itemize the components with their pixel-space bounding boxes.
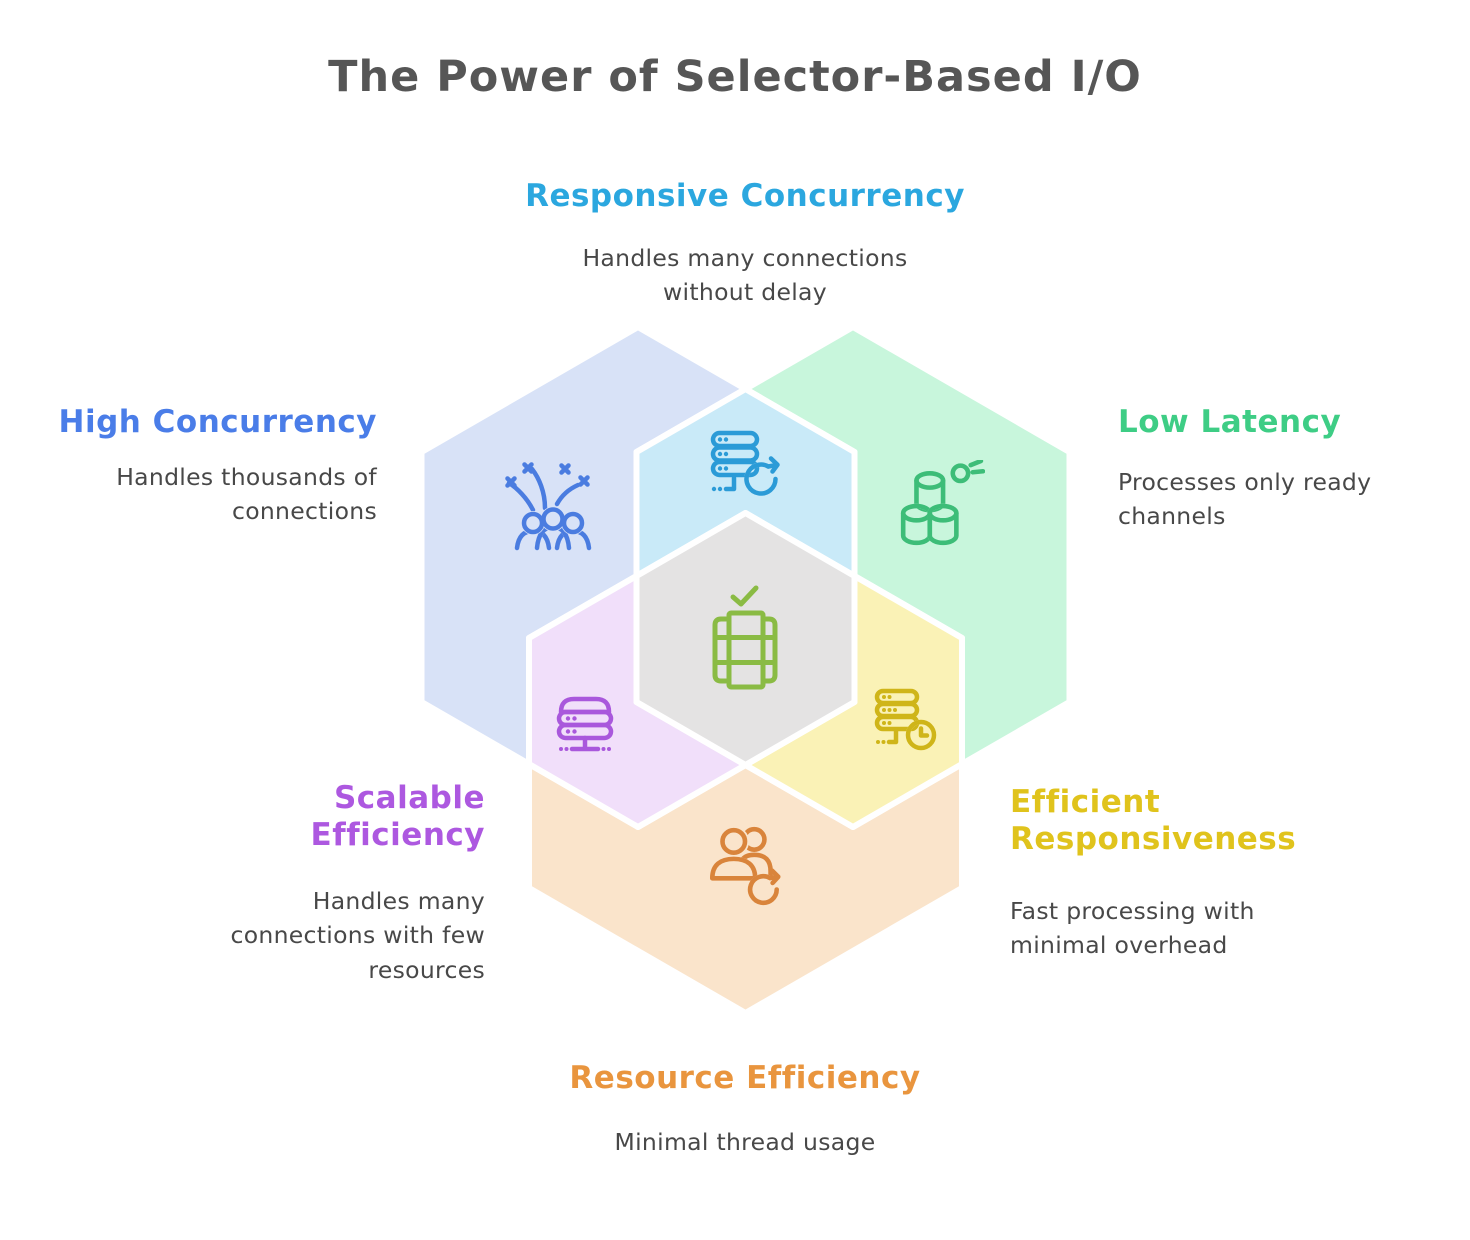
section-low-latency: Low Latency Processes only ready channel… xyxy=(1118,404,1448,533)
section-label: Scalable Efficiency xyxy=(310,780,485,854)
section-label: Responsive Concurrency xyxy=(525,178,965,214)
section-description: Processes only ready channels xyxy=(1118,468,1372,531)
table-check-icon xyxy=(712,585,778,690)
section-description: Handles thousands of connections xyxy=(116,463,377,526)
page-title: The Power of Selector-Based I/O xyxy=(328,52,1142,102)
server-rack-icon xyxy=(556,696,614,752)
server-refresh-icon xyxy=(710,430,780,496)
database-stack-icon xyxy=(900,460,985,546)
section-label: Resource Efficiency xyxy=(569,1060,921,1096)
server-clock-icon xyxy=(874,688,937,751)
section-label: High Concurrency xyxy=(58,404,377,440)
section-label: Efficient Responsiveness xyxy=(1010,784,1297,858)
section-description: Handles many connections without delay xyxy=(582,244,908,307)
section-description: Minimal thread usage xyxy=(614,1128,876,1157)
celebrating-people-icon xyxy=(505,462,592,551)
section-responsive-concurrency: Responsive Concurrency Handles many conn… xyxy=(435,178,1055,309)
section-label: Low Latency xyxy=(1118,404,1342,440)
users-refresh-icon xyxy=(709,826,781,906)
section-description: Handles many connections with few resour… xyxy=(230,887,485,984)
section-description: Fast processing with minimal overhead xyxy=(1010,897,1255,960)
section-efficient-responsiveness: Efficient Responsiveness Fast processing… xyxy=(1010,784,1350,963)
section-resource-efficiency: Resource Efficiency Minimal thread usage xyxy=(435,1060,1055,1159)
section-high-concurrency: High Concurrency Handles thousands of co… xyxy=(40,404,377,528)
section-scalable-efficiency: Scalable Efficiency Handles many connect… xyxy=(150,780,485,987)
